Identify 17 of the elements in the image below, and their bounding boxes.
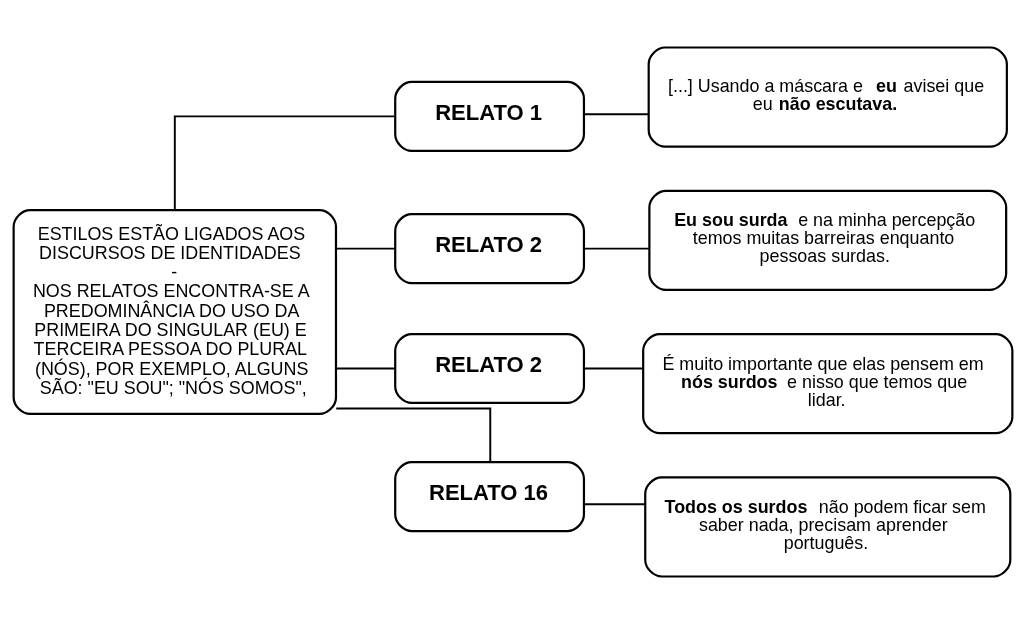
node-box: RELATO 16 xyxy=(394,461,586,533)
connector xyxy=(335,367,396,370)
node-box: Todos os surdos não podem ficar sem saber nada, precisam aprender português. xyxy=(644,476,1012,578)
connector xyxy=(583,247,650,250)
connector xyxy=(583,503,647,506)
node-box: ESTILOS ESTÃO LIGADOS AOS DISCURSOS DE IDENTIDADES - NOS RELATOS ENCONTRA-SE A PREDOMINÂNCIA DO USO DA PRIMEIRA DO SINGULAR (EU) E TERCEIRA PESSOA DO PLURAL (NÓS), POR EXEMPLO, ALGUNS SÃO: "EU SOU"; "NÓS SOMOS", xyxy=(12,208,338,416)
node-box: RELATO 1 xyxy=(394,80,586,152)
connector xyxy=(335,407,492,463)
node-box: [...] Usando a máscara e eu avisei que eu não escutava. xyxy=(647,46,1008,148)
connector xyxy=(335,247,396,250)
node-box: É muito importante que elas pensem em nós surdos e nisso que temos que lidar. xyxy=(642,332,1014,435)
connector xyxy=(583,367,644,370)
node-box: RELATO 2 xyxy=(394,332,586,405)
connector xyxy=(173,115,397,211)
node-box: RELATO 2 xyxy=(394,213,586,285)
connector xyxy=(583,113,650,116)
node-box: Eu sou surda e na minha percepção temos muitas barreiras enquanto pessoas surdas. xyxy=(648,189,1008,292)
